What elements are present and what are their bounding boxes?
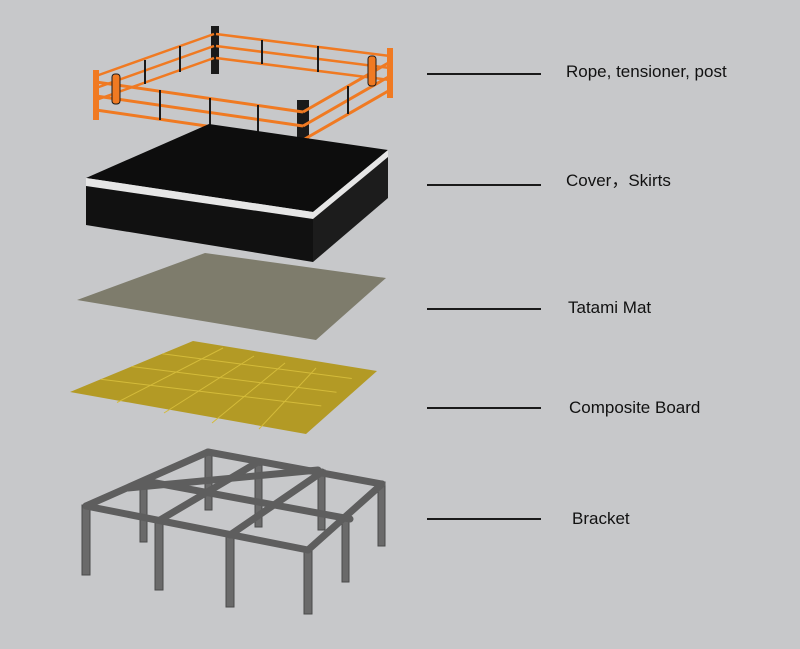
label-rope-tensioner-post: Rope, tensioner, post bbox=[566, 62, 727, 81]
back-post bbox=[211, 26, 219, 74]
leader-line-rope bbox=[427, 73, 541, 75]
tatami-mat-icon bbox=[77, 253, 386, 340]
leader-line-board bbox=[427, 407, 541, 409]
leader-line-cover bbox=[427, 184, 541, 186]
label-bracket: Bracket bbox=[572, 509, 630, 528]
label-composite-board: Composite Board bbox=[569, 398, 701, 417]
composite-board-icon bbox=[70, 341, 377, 434]
tatami-surface bbox=[77, 253, 386, 340]
cover-top bbox=[86, 124, 388, 212]
skirt-right bbox=[313, 157, 388, 262]
label-cover-skirts: Cover，Skirts bbox=[566, 171, 671, 190]
ring-cover-icon bbox=[86, 124, 388, 262]
left-tensioner bbox=[111, 73, 121, 105]
steel-bracket-icon bbox=[81, 448, 386, 615]
skirt-left bbox=[86, 186, 313, 262]
boxing-ring-ropes-icon bbox=[93, 26, 393, 158]
right-tensioner bbox=[367, 55, 377, 87]
skirt-trim-left bbox=[86, 178, 313, 219]
left-post bbox=[93, 70, 99, 120]
skirt-trim-right bbox=[313, 150, 388, 219]
leader-line-bracket bbox=[427, 518, 541, 520]
right-post bbox=[387, 48, 393, 98]
label-tatami-mat: Tatami Mat bbox=[568, 298, 652, 317]
leader-line-tatami bbox=[427, 308, 541, 310]
board-surface bbox=[70, 341, 377, 434]
